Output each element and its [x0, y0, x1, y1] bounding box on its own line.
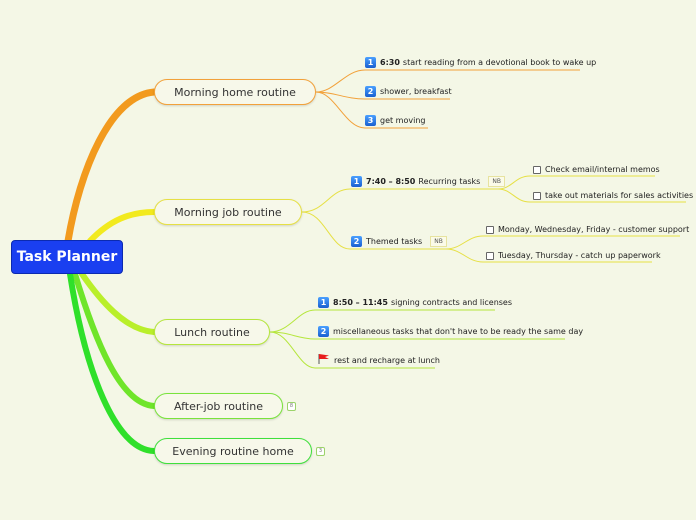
red-flag-icon [318, 354, 330, 366]
branch-evening-routine-home[interactable]: Evening routine home [154, 438, 312, 464]
note-badge[interactable]: NB [488, 176, 505, 187]
priority-2-icon: 2 [365, 86, 376, 97]
branch-morning-job-routine[interactable]: Morning job routine [154, 199, 302, 225]
connector-mj-2 [301, 211, 446, 250]
list-item[interactable]: 3 get moving [365, 115, 425, 126]
item-text: start reading from a devotional book to … [402, 58, 597, 67]
time-label: 7:40 – 8:50 [366, 177, 416, 186]
connector-l-2 [269, 331, 565, 340]
connector-root-morning-home [64, 88, 158, 245]
checkbox-icon[interactable] [486, 251, 494, 260]
checkbox-icon[interactable] [486, 225, 494, 234]
item-text: miscellaneous tasks that don't have to b… [333, 327, 584, 336]
priority-1-icon: 1 [318, 297, 329, 308]
connector-mj-1 [301, 188, 498, 213]
time-label: 8:50 – 11:45 [333, 298, 388, 307]
list-item[interactable]: Tuesday, Thursday - catch up paperwork [486, 251, 661, 260]
connector-mj-2a [445, 235, 680, 250]
connector-root-evening [67, 271, 157, 454]
list-item[interactable]: Monday, Wednesday, Friday - customer sup… [486, 225, 689, 234]
connector-l-3 [269, 331, 435, 369]
checkbox-icon[interactable] [533, 165, 541, 174]
list-item[interactable]: 1 7:40 – 8:50 Recurring tasks NB [351, 176, 505, 187]
connector-root-lunch [79, 271, 157, 335]
list-item[interactable]: 2 miscellaneous tasks that don't have to… [318, 326, 583, 337]
list-item[interactable]: take out materials for sales activities [533, 191, 693, 200]
connector-root-morning-job [87, 209, 157, 244]
list-item[interactable]: 1 8:50 – 11:45 signing contracts and lic… [318, 297, 512, 308]
priority-1-icon: 1 [365, 57, 376, 68]
connector-mh-2 [315, 91, 450, 100]
item-text: Monday, Wednesday, Friday - customer sup… [498, 225, 690, 234]
connector-mj-1a [497, 175, 655, 190]
central-topic[interactable]: Task Planner [11, 240, 123, 274]
priority-2-icon: 2 [318, 326, 329, 337]
list-item[interactable]: 1 6:30 start reading from a devotional b… [365, 57, 596, 68]
item-text: rest and recharge at lunch [334, 355, 440, 365]
connector-root-after-job [72, 271, 157, 409]
list-item[interactable]: 2 Themed tasks NB [351, 236, 447, 247]
item-text: shower, breakfast [380, 87, 452, 96]
connector-l-1 [269, 309, 495, 333]
branch-lunch-routine[interactable]: Lunch routine [154, 319, 270, 345]
list-item[interactable]: Check email/internal memos [533, 165, 660, 174]
time-label: 6:30 [380, 58, 400, 67]
item-text: Themed tasks [366, 237, 423, 246]
item-text: Check email/internal memos [545, 165, 660, 174]
connector-mh-1 [315, 69, 580, 93]
list-item[interactable]: 2 shower, breakfast [365, 86, 452, 97]
branch-morning-home-routine[interactable]: Morning home routine [154, 79, 316, 105]
priority-1-icon: 1 [351, 176, 362, 187]
list-item[interactable]: rest and recharge at lunch [318, 354, 440, 366]
item-text: Recurring tasks [418, 177, 481, 186]
connector-mh-3 [315, 91, 428, 129]
item-text: signing contracts and licenses [390, 298, 513, 307]
checkbox-icon[interactable] [533, 191, 541, 200]
priority-3-icon: 3 [365, 115, 376, 126]
collapsed-count-badge[interactable]: 8 [287, 402, 296, 411]
branch-after-job-routine[interactable]: After-job routine [154, 393, 283, 419]
note-badge[interactable]: NB [430, 236, 447, 247]
connector-mj-1b [497, 188, 686, 203]
connector-mj-2b [445, 248, 652, 263]
item-text: get moving [380, 116, 426, 125]
item-text: Tuesday, Thursday - catch up paperwork [498, 251, 661, 260]
collapsed-count-badge[interactable]: 3 [316, 447, 325, 456]
item-text: take out materials for sales activities [545, 191, 694, 200]
priority-2-icon: 2 [351, 236, 362, 247]
